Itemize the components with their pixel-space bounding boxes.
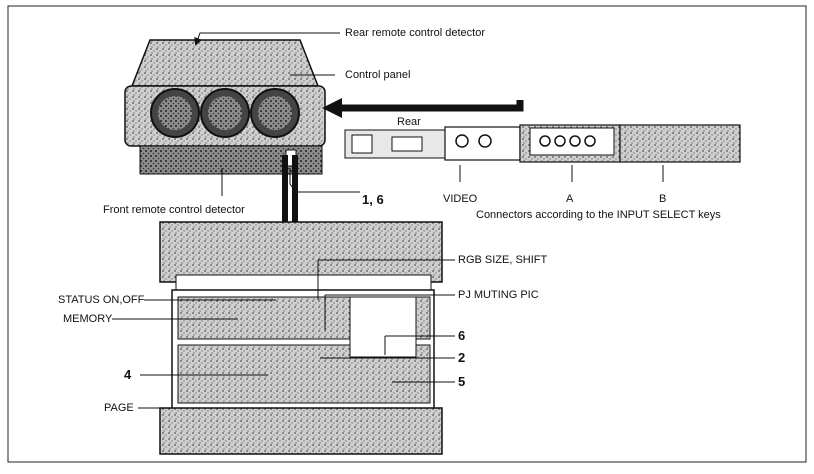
video-label: VIDEO xyxy=(443,193,478,205)
step-2-label: 2 xyxy=(458,350,466,365)
input-a-label: A xyxy=(566,193,574,205)
control-panel-label: Control panel xyxy=(345,69,411,81)
page-border xyxy=(7,5,807,463)
page-label: PAGE xyxy=(104,402,134,414)
pj-muting-pic-label: PJ MUTING PIC xyxy=(458,289,539,301)
step-5-label: 5 xyxy=(458,374,466,389)
connectors-note: Connectors according to the INPUT SELECT… xyxy=(476,209,721,221)
step-6-label: 6 xyxy=(458,328,466,343)
front-remote-detector-label: Front remote control detector xyxy=(103,204,245,216)
rear-label: Rear xyxy=(397,116,421,128)
step-4-label: 4 xyxy=(124,367,132,382)
remote-control-icon xyxy=(159,221,443,455)
status-on-off-label: STATUS ON,OFF xyxy=(58,294,145,306)
rear-remote-detector-label: Rear remote control detector xyxy=(345,27,486,39)
connector-panel-icon xyxy=(344,124,741,163)
projector-icon xyxy=(124,39,326,175)
rgb-size-shift-label: RGB SIZE, SHIFT xyxy=(458,254,548,266)
input-b-label: B xyxy=(659,193,667,205)
step-1-6-label: 1, 6 xyxy=(362,192,384,207)
memory-label: MEMORY xyxy=(63,313,113,325)
